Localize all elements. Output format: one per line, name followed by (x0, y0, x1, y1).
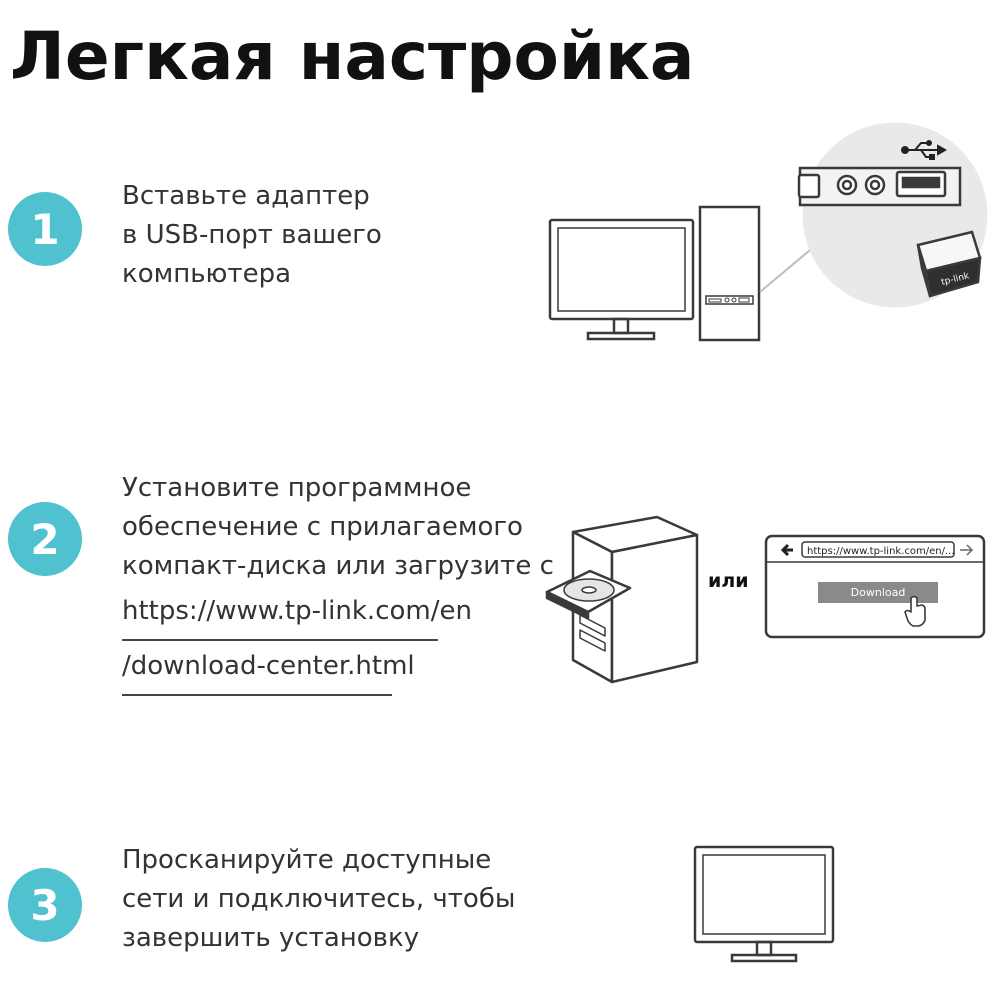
step-1-line-3: компьютера (122, 259, 292, 289)
hand-cursor-icon (904, 595, 926, 627)
pc-tower (698, 205, 761, 342)
download-button-label: Download (851, 586, 906, 599)
download-link-part-1[interactable]: https://www.tp-link.com/en (122, 592, 472, 641)
step-2-text: Установите программное обеспечение с при… (122, 469, 554, 696)
step-1-text: Вставьте адаптер в USB-порт вашего компь… (122, 177, 382, 294)
step-2-line-1: Установите программное (122, 473, 472, 503)
step-3-line-1: Просканируйте доступные (122, 845, 492, 875)
step-1-badge: 1 (8, 192, 82, 266)
step-2-line-3: компакт-диска или загрузите с (122, 551, 554, 581)
browser-url-text: https://www.tp-link.com/en/... (807, 546, 955, 557)
step-1-line-2: в USB-порт вашего (122, 220, 382, 250)
step-1-line-1: Вставьте адаптер (122, 181, 370, 211)
step-3-text: Просканируйте доступные сети и подключит… (122, 841, 515, 958)
step-3-badge: 3 (8, 868, 82, 942)
step-3-line-3: завершить установку (122, 923, 420, 953)
step-3-line-2: сети и подключитесь, чтобы (122, 884, 516, 914)
or-label: или (708, 570, 749, 592)
download-link-part-2[interactable]: /download-center.html (122, 647, 415, 696)
step-2-badge: 2 (8, 502, 82, 576)
page-title: Легкая настройка (10, 18, 695, 95)
back-arrow-icon (780, 543, 793, 557)
browser-window: https://www.tp-link.com/en/... Download (764, 534, 986, 639)
download-button[interactable] (818, 582, 938, 603)
usb-adapter (916, 230, 982, 298)
step-2-line-2: обеспечение с прилагаемого (122, 512, 523, 542)
usb-icon (901, 140, 948, 160)
forward-arrow-icon (960, 544, 974, 556)
